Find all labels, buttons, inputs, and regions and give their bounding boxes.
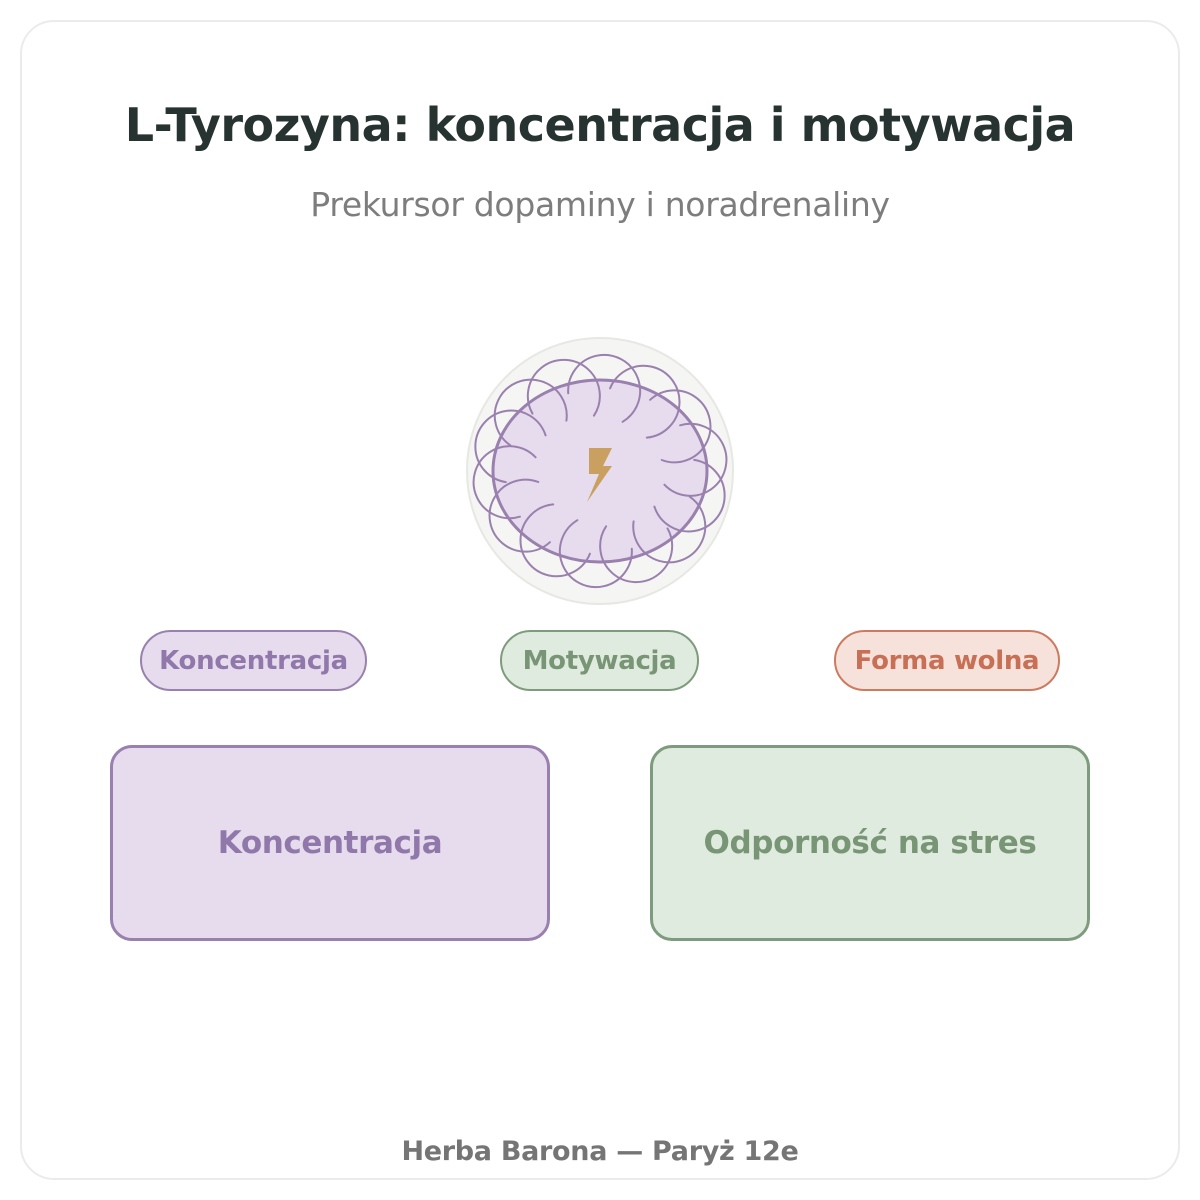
page-subtitle: Prekursor dopaminy i noradrenaliny [310,185,890,224]
emblem-petal-arc [567,353,642,423]
emblem-petal-arc [663,422,728,497]
footer-credit: Herba Barona — Paryż 12e [401,1136,799,1167]
emblem-petal-arc [474,409,547,484]
card-concentration: Koncentracja [110,745,550,941]
card-stress-resistance: Odporność na stres [650,745,1090,941]
emblem-petal-arc [472,445,537,520]
emblem-petal-arc [488,478,551,553]
emblem-petal-arc [649,389,712,464]
emblem-petal-arc [653,458,726,533]
emblem-petal-arc [519,503,591,578]
tyrosine-emblem [466,337,734,605]
tag-motivation: Motywacja [500,630,699,691]
emblem-petal-arc [493,378,568,447]
emblem-petal-pattern [472,353,728,589]
tag-concentration: Koncentracja [140,630,367,691]
emblem-petal-arc [558,519,633,589]
tag-free-form: Forma wolna [834,630,1060,691]
page-title: L-Tyrozyna: koncentracja i motywacja [124,98,1076,152]
emblem-petal-arc [599,525,674,584]
emblem-petal-arc [609,364,681,439]
emblem-petal-arc [632,495,707,564]
lightning-bolt-icon [587,448,612,502]
emblem-petal-arc [526,358,601,417]
